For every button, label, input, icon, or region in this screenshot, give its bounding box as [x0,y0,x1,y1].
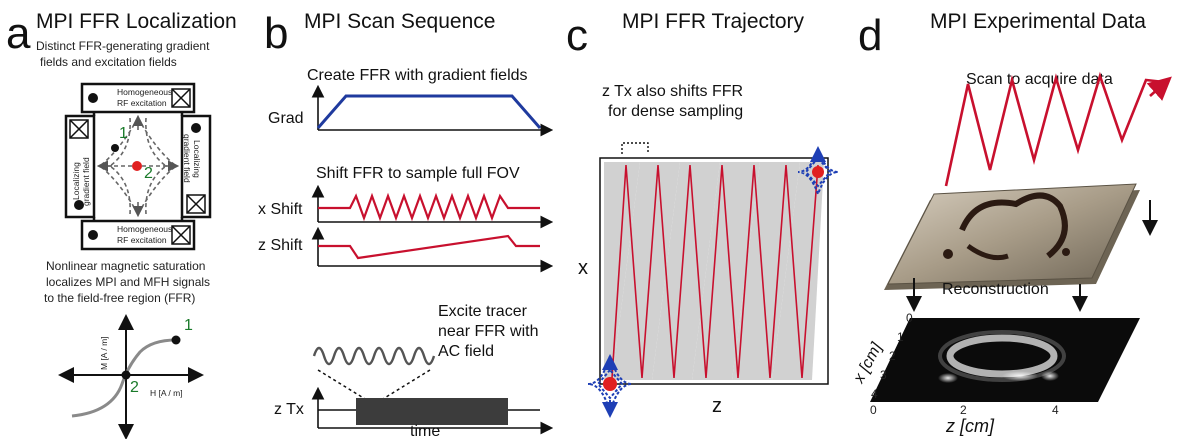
point-1-dot [111,144,119,152]
ffr-center-dot [132,161,142,171]
excite-line-3: AC field [438,343,494,360]
trajectory-note-2: for dense sampling [608,103,743,120]
recon-y-tick-4: 4 [871,387,878,401]
marker-1: 1 [119,125,128,142]
coil-x-boxes [69,88,206,245]
mh-curve-axes [58,314,204,440]
reconstruction-image [870,318,1140,402]
grad-axes [311,84,554,137]
localizing-right-2: gradient field [182,134,192,183]
x-shift-axes [311,184,554,229]
trajectory-x-label: x [578,257,588,279]
recon-x-tick-2: 4 [1052,403,1059,417]
excite-dotted-lines [317,369,431,403]
shift-caption: Shift FFR to sample full FOV [316,165,520,182]
homog-bottom-2: RF excitation [117,235,167,245]
curve-point-2 [121,370,131,380]
phantom-plate [884,183,1140,290]
ac-sine-wave [312,346,436,366]
recon-x-ticks: 0 2 4 [870,403,1059,417]
z-shift-waveform [318,234,540,260]
coil-diagram [64,82,212,251]
panel-d-letter: d [858,11,882,60]
curve-ylabel: M [A / m] [99,336,109,370]
recon-x-tick-0: 0 [870,403,877,417]
recon-x-label: z [cm] [945,416,995,436]
panel-a: a MPI FFR Localization Distinct FFR-gene… [6,9,237,440]
time-label: time [410,423,440,439]
mh-curve [71,338,177,418]
coil-dots [74,93,201,240]
ffr-marker-top [797,146,839,197]
panel-b-title: MPI Scan Sequence [304,10,495,33]
localizing-right-1: Localizing [192,140,202,178]
grad-label: Grad [268,110,304,127]
ffr-marker-bottom [587,354,633,418]
localizing-left-2: gradient field [81,157,91,206]
curve-label-2: 2 [130,379,139,396]
recon-y-tick-2: 2 [889,349,896,363]
panel-a-caption-mid-2: localizes MPI and MFH signals [46,275,210,289]
trajectory-note-1: z Tx also shifts FFR [602,83,743,100]
recon-y-tick-1: 1 [897,330,904,344]
panel-a-caption-mid-1: Nonlinear magnetic saturation [46,259,205,273]
localizing-left-1: Localizing [71,162,81,200]
recon-y-tick-3: 3 [880,368,887,382]
curve-point-1 [171,335,181,345]
homog-top-1: Homogeneous [117,87,172,97]
panel-d: d MPI Experimental Data Scan to acquire … [850,10,1172,436]
z-shift-label: z Shift [258,237,303,254]
x-shift-label: x Shift [258,201,303,218]
recon-x-tick-1: 2 [960,403,967,417]
excite-line-2: near FFR with [438,323,538,340]
recon-caption: Reconstruction [942,281,1049,298]
panel-d-title: MPI Experimental Data [930,10,1146,33]
panel-a-letter: a [6,9,31,58]
recon-y-ticks: 0 1 2 3 4 [871,311,913,401]
scan-trajectory [944,71,1165,187]
scan-caption: Scan to acquire data [966,71,1113,88]
excite-line-1: Excite tracer [438,303,528,320]
trajectory-zigzag [611,164,819,379]
z-shift-axes [311,226,554,273]
panel-a-caption-mid-3: to the field-free region (FFR) [44,291,195,305]
marker-2: 2 [144,165,153,182]
panel-a-title: MPI FFR Localization [36,10,237,33]
panel-c-letter: c [566,11,588,60]
curve-xlabel: H [A / m] [150,388,183,398]
curve-label-1: 1 [184,317,193,334]
x-shift-waveform [318,192,540,222]
panel-a-caption-top-2: fields and excitation fields [40,55,177,69]
panel-a-caption-top-1: Distinct FFR-generating gradient [36,39,210,53]
panel-b-letter: b [264,9,288,58]
grad-caption: Create FFR with gradient fields [307,67,528,84]
dense-sampling-bracket [621,142,649,154]
panel-b: b MPI Scan Sequence Create FFR with grad… [258,9,554,440]
panel-c: c MPI FFR Trajectory z Tx also shifts FF… [566,10,839,418]
grad-waveform [316,94,542,129]
ztx-label: z Tx [274,401,304,418]
trajectory-z-label: z [712,395,722,417]
homog-top-2: RF excitation [117,98,167,108]
field-arrows [96,114,180,218]
recon-y-tick-0: 0 [906,311,913,325]
ztx-axes [311,386,554,435]
panel-c-title: MPI FFR Trajectory [622,10,805,33]
homog-bottom-1: Homogeneous [117,224,172,234]
trajectory-shading [604,162,824,380]
ztx-excitation-block [356,398,508,425]
scan-arrowhead [1146,76,1172,101]
